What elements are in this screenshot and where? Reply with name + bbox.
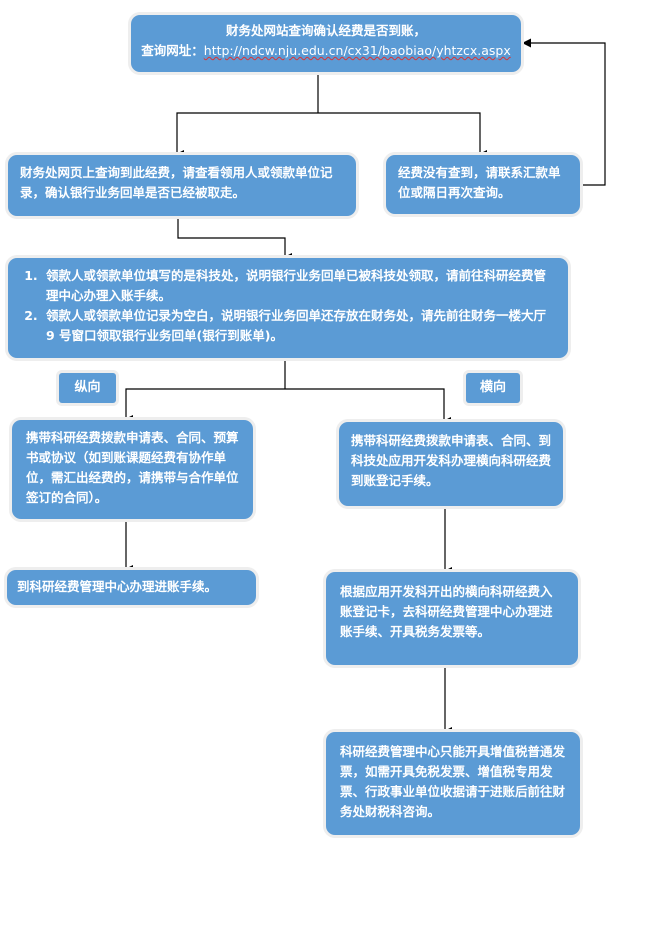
horizontal-branch-label: 横向 xyxy=(466,373,520,403)
vertical-step-1: 携带科研经费拨款申请表、合同、预算书或协议（如到账课题经费有协作单位，需汇出经费… xyxy=(12,420,253,519)
horizontal-step-2: 根据应用开发科开出的横向科研经费入账登记卡，去科研经费管理中心办理进账手续、开具… xyxy=(326,572,578,665)
start-title: 财务处网站查询确认经费是否到账， xyxy=(225,23,426,38)
horizontal-step-3: 科研经费管理中心只能开具增值税普通发票，如需开具免税发票、增值税专用发票、行政事… xyxy=(326,732,580,835)
vertical-branch-label: 纵向 xyxy=(59,373,116,403)
connector-loop-back xyxy=(522,38,606,186)
url-label: 查询网址： xyxy=(141,43,204,58)
check-item-2: 领款人或领款单位记录为空白，说明银行业务回单还存放在财务处，请先前往财务一楼大厅… xyxy=(42,306,556,346)
horizontal-step-1: 携带科研经费拨款申请表、合同、到科技处应用开发科办理横向科研经费到账登记手续。 xyxy=(339,422,563,506)
query-url-link[interactable]: http://ndcw.nju.edu.cn/cx31/baobiao/yhtz… xyxy=(203,43,511,58)
check-record-node: 领款人或领款单位填写的是科技处，说明银行业务回单已被科技处领取，请前往科研经费管… xyxy=(8,258,568,358)
start-node: 财务处网站查询确认经费是否到账， 查询网址：http://ndcw.nju.ed… xyxy=(131,15,521,72)
check-item-1: 领款人或领款单位填写的是科技处，说明银行业务回单已被科技处领取，请前往科研经费管… xyxy=(42,266,556,306)
not-found-node: 经费没有查到，请联系汇款单位或隔日再次查询。 xyxy=(386,155,580,214)
vertical-step-2: 到科研经费管理中心办理进账手续。 xyxy=(7,570,256,605)
found-node: 财务处网页上查询到此经费，请查看领用人或领款单位记录，确认银行业务回单是否已经被… xyxy=(8,155,356,216)
